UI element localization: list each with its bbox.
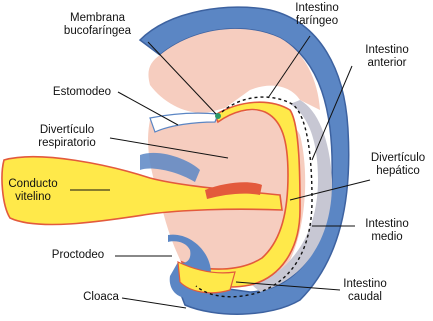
label-intestino-faringeo: Intestino faríngeo bbox=[282, 2, 352, 28]
label-membrana: Membrana bucofaríngea bbox=[50, 12, 145, 38]
label-faringeo-line2: faríngeo bbox=[282, 15, 352, 28]
label-intestino-medio: Intestino medio bbox=[354, 218, 420, 244]
label-cloaca-text: Cloaca bbox=[76, 291, 126, 304]
label-estomodeo-text: Estomodeo bbox=[42, 86, 122, 99]
label-respiratorio-line2: respiratorio bbox=[24, 137, 110, 150]
label-anterior-line2: anterior bbox=[352, 57, 422, 70]
label-caudal-line2: caudal bbox=[334, 291, 396, 304]
label-conducto-vitelino: Conducto vitelino bbox=[0, 178, 66, 204]
label-intestino-caudal: Intestino caudal bbox=[334, 278, 396, 304]
label-proctodeo: Proctodeo bbox=[40, 249, 116, 262]
label-medio-line2: medio bbox=[354, 231, 420, 244]
label-faringeo-line1: Intestino bbox=[282, 2, 352, 15]
label-hepatico-line2: hepático bbox=[364, 165, 432, 178]
label-membrana-line1: Membrana bbox=[50, 12, 145, 25]
label-estomodeo: Estomodeo bbox=[42, 86, 122, 99]
label-anterior-line1: Intestino bbox=[352, 44, 422, 57]
label-diverticulo-hepatico: Divertículo hepático bbox=[364, 152, 432, 178]
label-conducto-line1: Conducto bbox=[0, 178, 66, 191]
label-intestino-anterior: Intestino anterior bbox=[352, 44, 422, 70]
label-cloaca: Cloaca bbox=[76, 291, 126, 304]
label-diverticulo-respiratorio: Divertículo respiratorio bbox=[24, 124, 110, 150]
label-medio-line1: Intestino bbox=[354, 218, 420, 231]
label-membrana-line2: bucofaríngea bbox=[50, 25, 145, 38]
leader-cloaca bbox=[122, 298, 186, 308]
label-conducto-line2: vitelino bbox=[0, 191, 66, 204]
label-proctodeo-text: Proctodeo bbox=[40, 249, 116, 262]
label-caudal-line1: Intestino bbox=[334, 278, 396, 291]
label-respiratorio-line1: Divertículo bbox=[24, 124, 110, 137]
label-hepatico-line1: Divertículo bbox=[364, 152, 432, 165]
